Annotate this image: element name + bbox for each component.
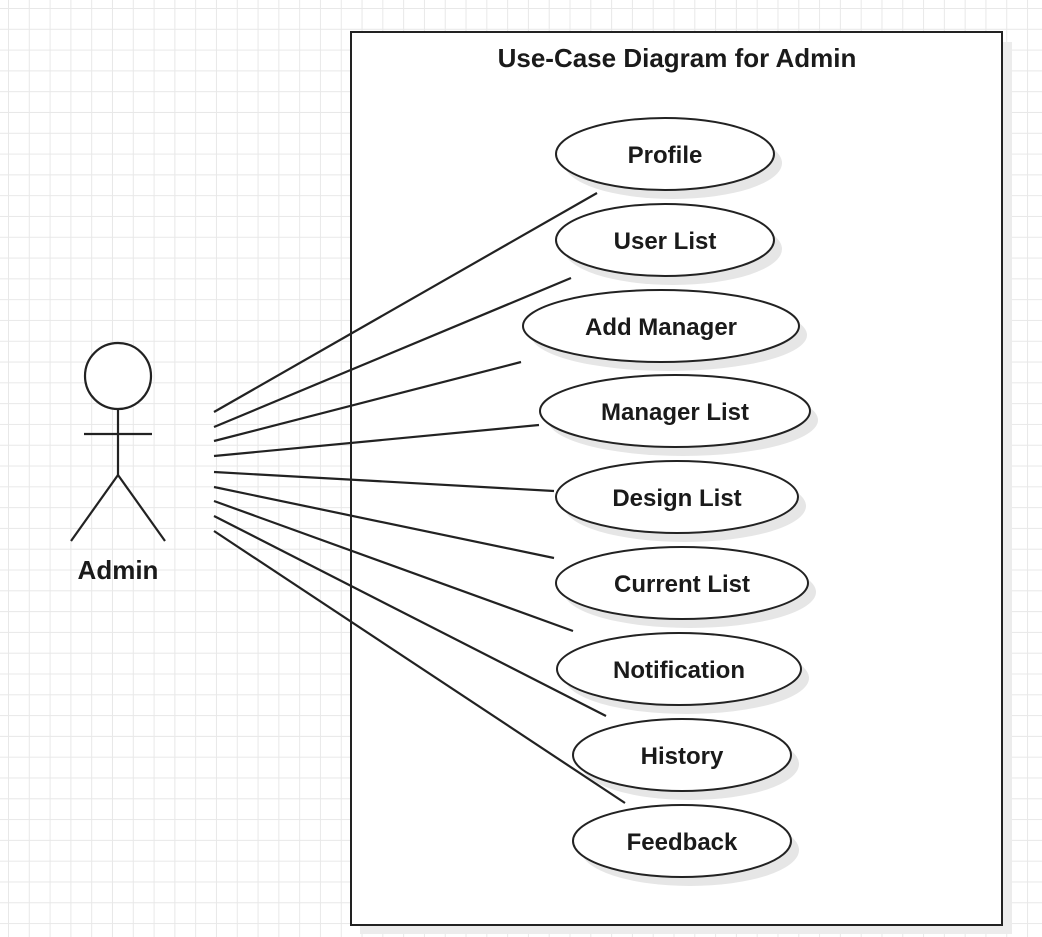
use-case-ellipse xyxy=(572,718,792,792)
use-case-ellipse xyxy=(572,804,792,878)
association-line-feedback xyxy=(213,530,626,804)
use-case-label: Notification xyxy=(613,657,745,684)
use-case-ellipse xyxy=(555,546,809,620)
actor-head xyxy=(83,341,153,411)
actor-right-leg xyxy=(117,474,166,542)
use-case-label: History xyxy=(641,743,724,770)
associations xyxy=(213,192,626,804)
use-case-label: Add Manager xyxy=(585,314,737,341)
use-case-ellipse xyxy=(556,632,802,706)
use-case-label: Manager List xyxy=(601,399,749,426)
actor-left-leg xyxy=(70,474,119,542)
use-case-manager-list: Manager List xyxy=(539,374,818,456)
association-line-history xyxy=(213,515,607,717)
use-case-label: Design List xyxy=(612,485,741,512)
association-line-manager-list xyxy=(213,423,540,458)
use-case-add-manager: Add Manager xyxy=(522,289,807,371)
use-case-user-list: User List xyxy=(555,203,782,285)
use-case-ellipse xyxy=(555,460,799,534)
use-case-label: Feedback xyxy=(627,829,738,856)
association-line-design-list xyxy=(213,470,555,493)
association-line-user-list xyxy=(213,276,572,429)
use-case-label: Current List xyxy=(614,571,750,598)
use-case-label: User List xyxy=(614,228,717,255)
use-case-ellipse xyxy=(555,203,775,277)
association-line-current-list xyxy=(213,485,555,560)
use-case-design-list: Design List xyxy=(555,460,806,542)
boundary-title: Use-Case Diagram for Admin xyxy=(498,43,857,73)
use-case-ellipse xyxy=(522,289,800,363)
association-line-add-manager xyxy=(213,360,522,443)
use-case-ellipse xyxy=(555,117,775,191)
use-case-notification: Notification xyxy=(556,632,809,714)
use-case-label: Profile xyxy=(628,142,703,169)
association-line-notification xyxy=(213,499,574,633)
use-case-current-list: Current List xyxy=(555,546,816,628)
use-case-history: History xyxy=(572,718,799,800)
use-case-ellipse xyxy=(539,374,811,448)
use-case-profile: Profile xyxy=(555,117,782,199)
use-case-feedback: Feedback xyxy=(572,804,799,886)
association-line-profile xyxy=(213,192,598,413)
actor-label: Admin xyxy=(78,555,159,585)
stick-figure-actor-icon xyxy=(70,341,166,542)
